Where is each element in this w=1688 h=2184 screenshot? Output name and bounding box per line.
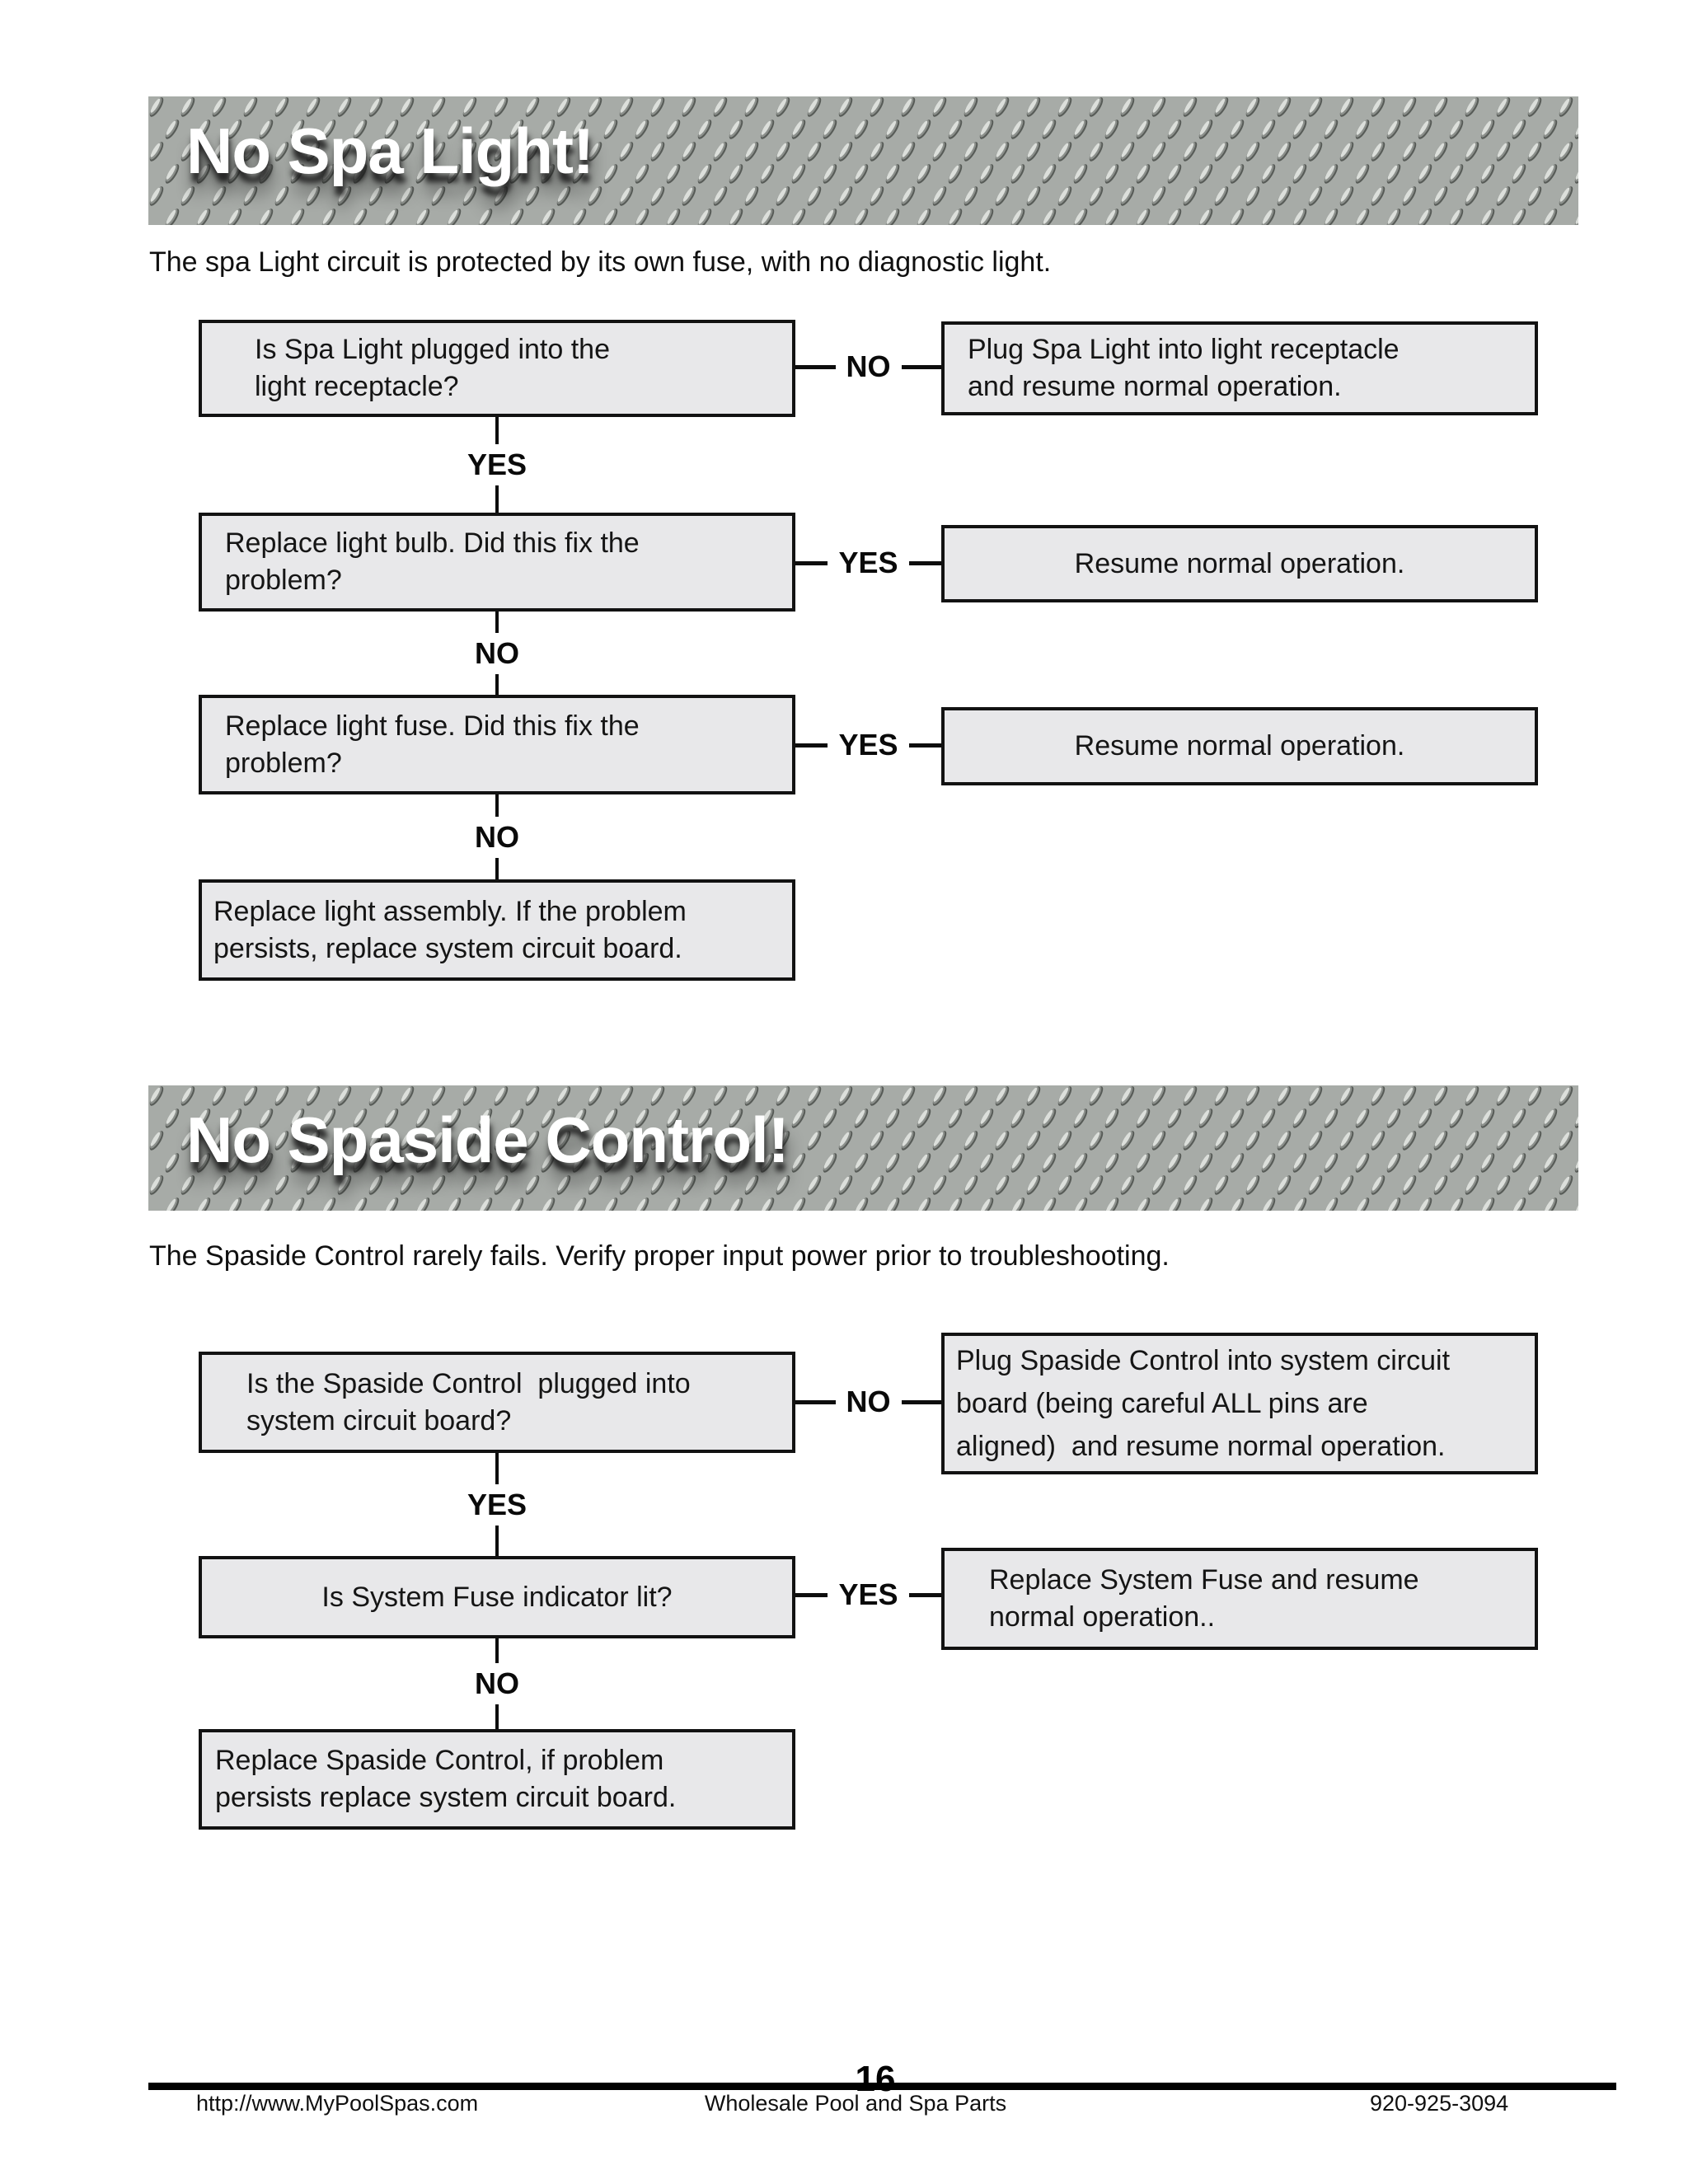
connector-label-yes: YES: [838, 546, 898, 579]
connector-label-no: NO: [475, 819, 519, 854]
flow-box-final-replace-light-assembly: Replace light assembly. If the problem p…: [199, 879, 795, 981]
connector-label-yes: YES: [838, 1577, 898, 1611]
connector-vertical-no: NO: [435, 1638, 559, 1729]
flow-box-a-resume-normal-1: Resume normal operation.: [941, 525, 1538, 602]
connector-line: [495, 485, 499, 513]
flow-box-text: Replace light bulb. Did this fix the pro…: [225, 527, 640, 596]
connector-horizontal-yes: YES: [795, 545, 942, 581]
connector-line: [495, 417, 499, 444]
flow-box-q-spa-light-plugged: Is Spa Light plugged into the light rece…: [199, 320, 795, 417]
connector-line: [795, 560, 828, 565]
flow-box-q-replace-bulb: Replace light bulb. Did this fix the pro…: [199, 513, 795, 612]
connector-vertical-no: NO: [435, 612, 559, 695]
connector-line: [908, 560, 942, 565]
connector-vertical-yes: YES: [435, 1453, 559, 1556]
connector-line: [795, 364, 836, 369]
section-banner-no-spaside-control: No Spaside Control!: [148, 1085, 1578, 1211]
connector-label-no: NO: [475, 635, 519, 670]
connector-label-yes: YES: [838, 728, 898, 762]
section-banner-no-spa-light: No Spa Light!: [148, 96, 1578, 225]
connector-label-yes: YES: [467, 448, 528, 481]
diamond-plate-texture: [148, 96, 1578, 225]
connector-vertical-yes: YES: [435, 417, 559, 513]
flow-box-final-replace-spaside-control: Replace Spaside Control, if problem pers…: [199, 1729, 795, 1830]
flow-box-text: Resume normal operation.: [1074, 730, 1405, 762]
connector-line: [795, 1592, 828, 1597]
connector-horizontal-yes: YES: [795, 1577, 942, 1613]
connector-line: [495, 1638, 499, 1663]
connector-label-no: NO: [475, 1666, 519, 1700]
connector-horizontal-no: NO: [795, 349, 941, 385]
footer-url: http://www.MyPoolSpas.com: [196, 2091, 479, 2116]
connector-line: [495, 612, 499, 633]
connector-line: [901, 364, 941, 369]
connector-line: [901, 1399, 941, 1404]
connector-vertical-no: NO: [435, 794, 559, 879]
connector-line: [908, 743, 942, 748]
flow-box-text: Resume normal operation.: [1074, 547, 1405, 579]
flow-box-text: Is System Fuse indicator lit?: [321, 1581, 673, 1613]
section-intro: The spa Light circuit is protected by it…: [149, 246, 1052, 278]
section-title: No Spaside Control!: [186, 1104, 790, 1176]
connector-line: [795, 743, 828, 748]
connector-horizontal-no: NO: [795, 1384, 941, 1420]
connector-line: [495, 673, 499, 695]
flow-box-text: Replace light assembly. If the problem p…: [213, 895, 687, 964]
diamond-plate-texture: [148, 1085, 1578, 1211]
flow-box-q-spaside-plugged: Is the Spaside Control plugged into syst…: [199, 1352, 795, 1453]
page-number: 16: [855, 2059, 896, 2099]
connector-line: [795, 1399, 836, 1404]
flow-box-text: Is Spa Light plugged into the light rece…: [255, 334, 610, 402]
connector-label-yes: YES: [467, 1487, 528, 1521]
flow-box-q-system-fuse-lit: Is System Fuse indicator lit?: [199, 1556, 795, 1638]
flow-box-text: Is the Spaside Control plugged into syst…: [246, 1367, 691, 1436]
flow-box-text: Plug Spa Light into light receptacle and…: [968, 334, 1400, 402]
connector-line: [495, 1704, 499, 1729]
connector-horizontal-yes: YES: [795, 727, 942, 763]
connector-line: [908, 1592, 942, 1597]
connector-line: [495, 1453, 499, 1484]
connector-label-no: NO: [846, 1385, 891, 1418]
footer-phone: 920-925-3094: [1370, 2091, 1509, 2116]
flow-box-text: Replace Spaside Control, if problem pers…: [215, 1745, 677, 1813]
flow-box-text: Replace System Fuse and resume normal op…: [989, 1564, 1419, 1633]
connector-line: [495, 857, 499, 879]
connector-line: [495, 1525, 499, 1556]
flow-box-q-replace-fuse: Replace light fuse. Did this fix the pro…: [199, 695, 795, 794]
flow-box-a-resume-normal-2: Resume normal operation.: [941, 707, 1538, 785]
footer-center-text: Wholesale Pool and Spa Parts: [704, 2091, 1007, 2116]
flow-box-a-replace-system-fuse: Replace System Fuse and resume normal op…: [941, 1548, 1538, 1650]
connector-line: [495, 794, 499, 817]
flow-box-text: Plug Spaside Control into system circuit…: [956, 1345, 1451, 1462]
connector-label-no: NO: [846, 349, 891, 383]
section-title: No Spa Light!: [186, 115, 594, 187]
flow-box-text: Replace light fuse. Did this fix the pro…: [225, 710, 640, 779]
footer-rule: [148, 2083, 1616, 2090]
flow-box-a-plug-spa-light: Plug Spa Light into light receptacle and…: [941, 321, 1538, 415]
section-intro: The Spaside Control rarely fails. Verify…: [149, 1240, 1170, 1272]
flow-box-a-plug-spaside-control: Plug Spaside Control into system circuit…: [941, 1333, 1538, 1474]
